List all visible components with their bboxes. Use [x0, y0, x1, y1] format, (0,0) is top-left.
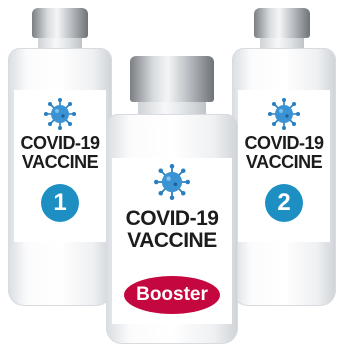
- vaccine-title: COVID-19 VACCINE: [14, 134, 106, 172]
- title-line-vaccine: VACCINE: [245, 151, 323, 172]
- coronavirus-icon: [154, 164, 190, 200]
- title-line-vaccine: VACCINE: [21, 151, 99, 172]
- vial-cap: [32, 8, 88, 38]
- dose-badge: 2: [265, 184, 303, 222]
- vial-cap: [254, 8, 310, 38]
- vaccine-title: COVID-19 VACCINE: [112, 207, 232, 253]
- title-line-covid: COVID-19: [20, 133, 100, 153]
- coronavirus-icon: [268, 98, 300, 130]
- vaccine-title: COVID-19 VACCINE: [238, 134, 330, 172]
- title-line-covid: COVID-19: [244, 133, 324, 153]
- vial-booster: COVID-19 VACCINE Booster: [104, 56, 240, 346]
- vial-label: COVID-19 VACCINE 2: [238, 90, 330, 242]
- vial-cap: [130, 56, 214, 102]
- vial-label: COVID-19 VACCINE Booster: [112, 158, 232, 324]
- vial-dose-1: COVID-19 VACCINE 1: [4, 8, 116, 308]
- title-line-vaccine: VACCINE: [127, 229, 217, 253]
- booster-badge: Booster: [124, 276, 220, 314]
- vial-label: COVID-19 VACCINE 1: [14, 90, 106, 242]
- coronavirus-icon: [44, 98, 76, 130]
- dose-badge: 1: [41, 184, 79, 222]
- vial-dose-2: COVID-19 VACCINE 2: [230, 8, 338, 308]
- title-line-covid: COVID-19: [125, 207, 219, 230]
